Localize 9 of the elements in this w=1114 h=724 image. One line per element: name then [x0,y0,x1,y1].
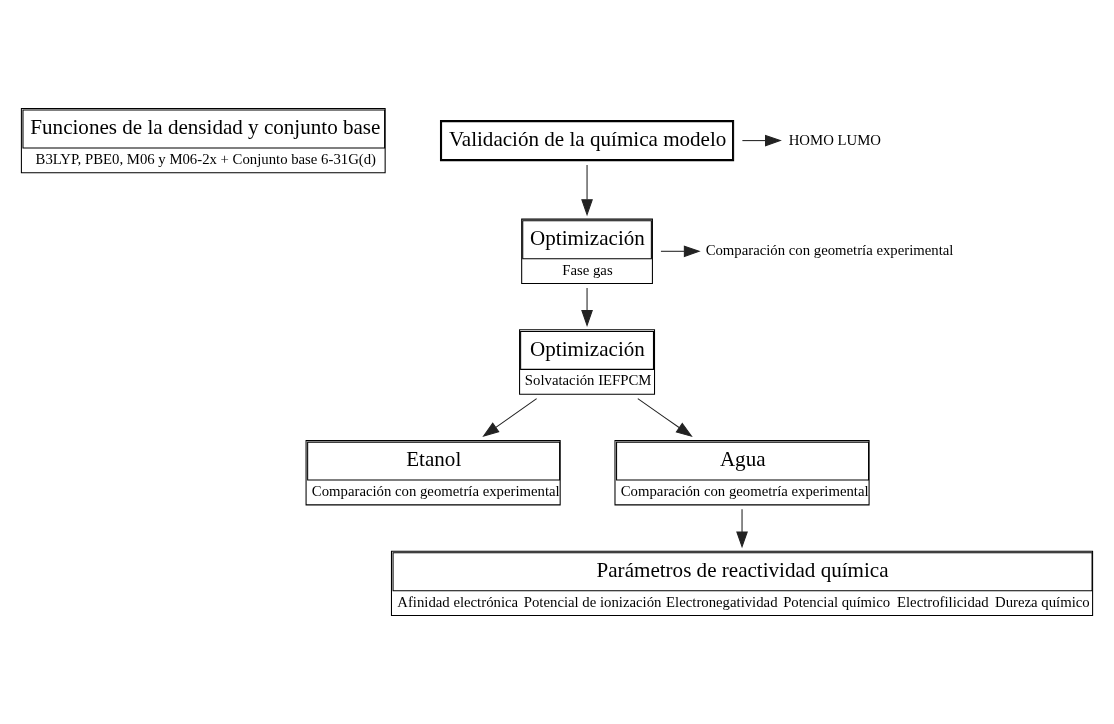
arrow [741,134,782,147]
arrow [581,164,593,217]
arrow [660,245,701,258]
node-text: HOMO LUMO [788,131,881,148]
arrow [736,508,748,549]
arrow [581,287,593,327]
arrow [482,398,538,437]
node-text: Comparación con geometría experimental [705,242,954,259]
arrow [637,398,693,438]
